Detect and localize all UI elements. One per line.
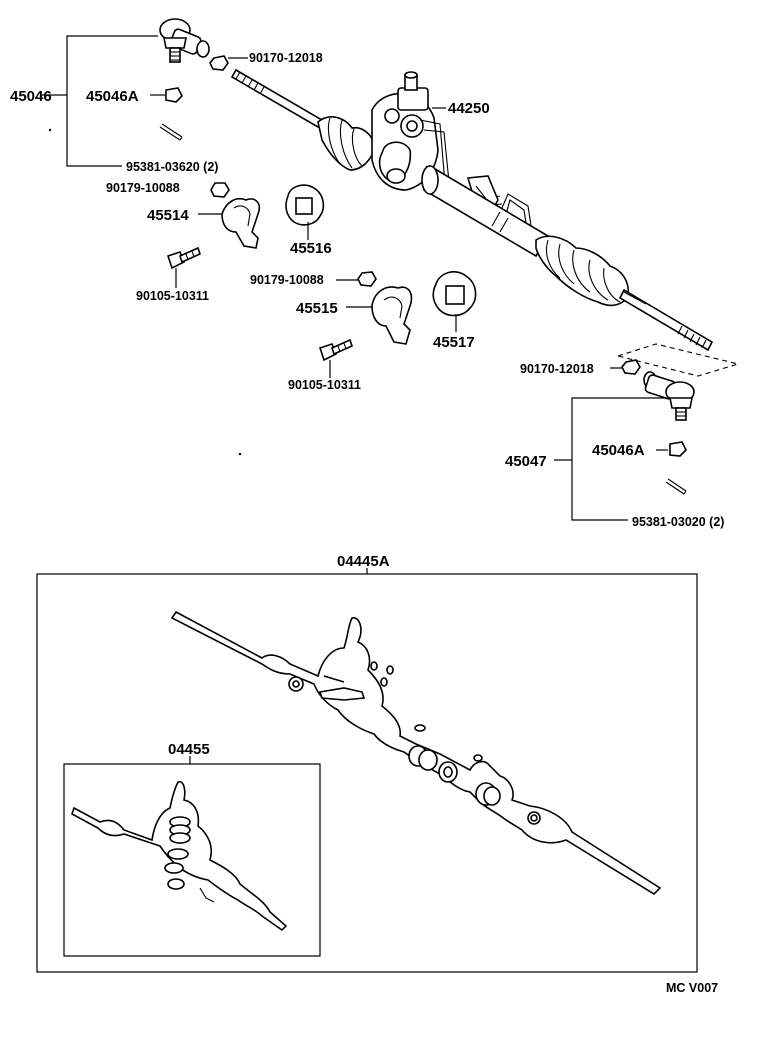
label-90170-12018-right: 90170-12018	[520, 362, 594, 376]
label-90105-10311-b: 90105-10311	[288, 378, 361, 392]
tie-rod-end-rh-group	[554, 343, 741, 521]
nut-top-part	[209, 55, 248, 71]
rack-main-tube	[421, 164, 550, 258]
steering-gear-assembly	[230, 68, 714, 352]
cotter-pin-lh-part	[159, 123, 183, 141]
label-45514: 45514	[147, 207, 189, 224]
label-45046a-rh: 45046A	[592, 442, 645, 459]
seal-kit-inset-box	[63, 756, 321, 957]
figure-code: MC V007	[666, 981, 718, 995]
tie-rod-end-rh-part	[643, 371, 695, 421]
label-04445a: 04445A	[337, 553, 390, 570]
bolt-1-part	[166, 246, 201, 288]
rack-right-boot	[535, 235, 630, 307]
tie-rod-end-lh-group	[42, 18, 210, 167]
stray-dot	[48, 128, 52, 132]
bracket-2-group	[318, 271, 477, 378]
rack-left-boot	[317, 116, 376, 171]
lock-nut-lh-part	[150, 87, 183, 103]
label-04455: 04455	[168, 741, 210, 758]
rack-right-tie-rod	[618, 288, 714, 352]
bracket-1-group	[166, 182, 325, 288]
label-95381-03020: 95381-03020 (2)	[632, 515, 724, 529]
label-45515: 45515	[296, 300, 338, 317]
label-44250: 44250	[448, 100, 490, 117]
label-45046: 45046	[10, 88, 52, 105]
label-90105-10311-a: 90105-10311	[136, 289, 209, 303]
label-90179-10088-a: 90179-10088	[106, 181, 180, 195]
rack-gear-housing	[371, 71, 446, 191]
bolt-2-part	[318, 338, 353, 378]
tie-rod-end-lh-part	[159, 18, 210, 63]
gasket-kit-box	[36, 568, 698, 973]
rack-left-tie-rod	[230, 68, 324, 129]
label-90170-12018-top: 90170-12018	[249, 51, 323, 65]
label-95381-03620: 95381-03620 (2)	[126, 160, 218, 174]
label-45047: 45047	[505, 453, 547, 470]
label-45516: 45516	[290, 240, 332, 257]
label-45517: 45517	[433, 334, 475, 351]
label-45046a-lh: 45046A	[86, 88, 139, 105]
stray-dot-2	[238, 452, 242, 456]
label-90179-10088-b: 90179-10088	[250, 273, 324, 287]
